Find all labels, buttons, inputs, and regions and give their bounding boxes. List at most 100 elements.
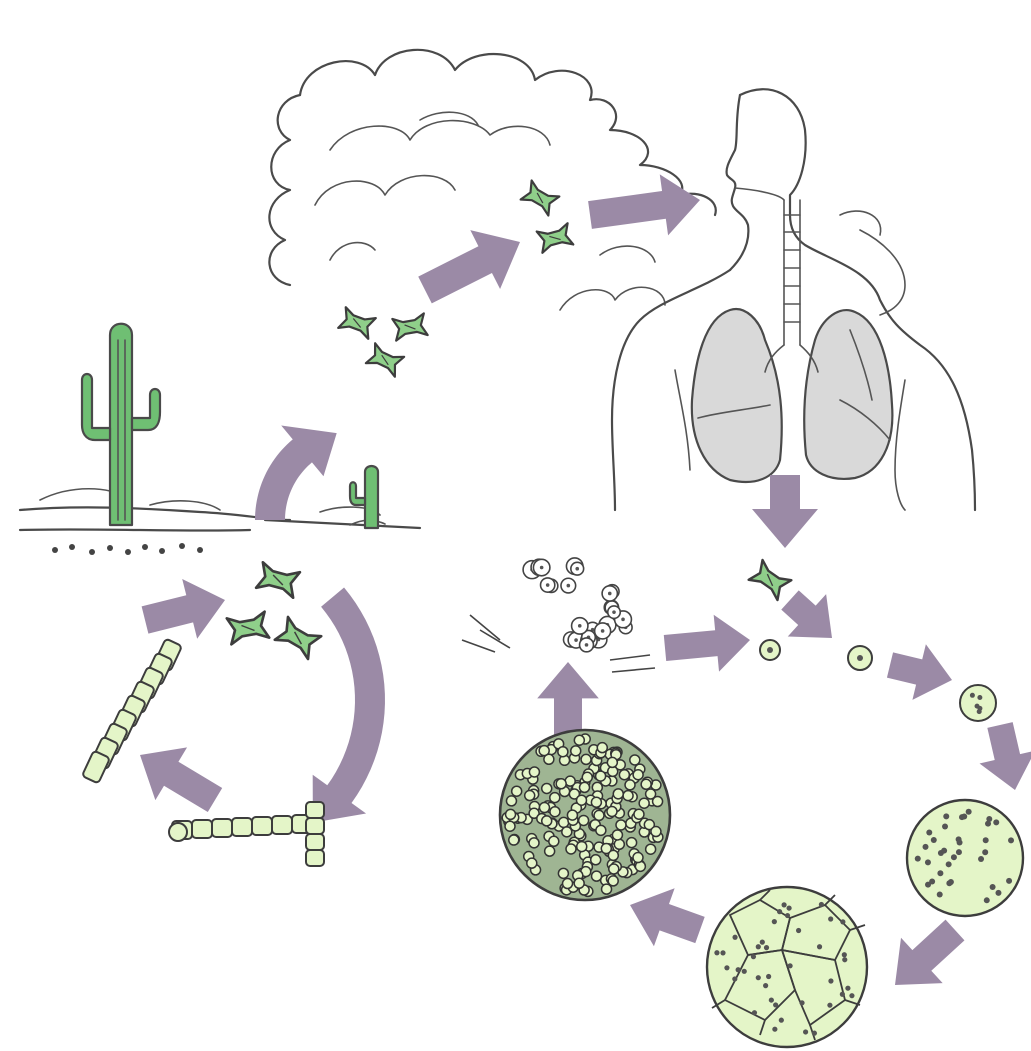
arrow bbox=[537, 662, 599, 735]
hypha-segment bbox=[306, 802, 324, 818]
arrow bbox=[752, 475, 818, 548]
packed-endospore bbox=[580, 782, 590, 792]
arrow bbox=[313, 588, 385, 823]
packed-endospore bbox=[550, 807, 560, 817]
endospore-dot bbox=[951, 854, 957, 860]
endospore-dot bbox=[977, 706, 982, 711]
packed-endospore bbox=[608, 850, 618, 860]
endospore-dot bbox=[845, 986, 850, 991]
endospore-dot bbox=[817, 944, 822, 949]
packed-endospore bbox=[616, 820, 626, 830]
endospore-dot bbox=[926, 829, 932, 835]
endospore-dot bbox=[828, 916, 833, 921]
endospore-dot bbox=[773, 1002, 778, 1007]
endospore-dot bbox=[714, 950, 719, 955]
packed-endospore bbox=[563, 879, 573, 889]
endospore-dot bbox=[724, 965, 729, 970]
endospore-dot bbox=[1008, 837, 1014, 843]
endospore-dot bbox=[763, 983, 768, 988]
endospore-dot bbox=[732, 976, 737, 981]
arrow bbox=[781, 590, 832, 638]
endospore-dot bbox=[983, 837, 989, 843]
hypha-segment bbox=[232, 818, 252, 836]
packed-endospore bbox=[596, 825, 606, 835]
endospore-dot bbox=[840, 919, 845, 924]
arrow bbox=[664, 615, 750, 672]
arthroconidium bbox=[227, 612, 269, 645]
packed-endospore bbox=[545, 846, 555, 856]
packed-endospore bbox=[571, 746, 581, 756]
endospore-dot bbox=[840, 992, 845, 997]
packed-endospore bbox=[627, 838, 637, 848]
endospore-dot bbox=[751, 954, 756, 959]
motion-line bbox=[610, 655, 650, 660]
packed-endospore bbox=[596, 771, 606, 781]
endospore-dot bbox=[942, 823, 948, 829]
endospore-dot bbox=[993, 819, 999, 825]
packed-endospore bbox=[639, 798, 649, 808]
arrow bbox=[887, 644, 952, 700]
endospore-dot bbox=[786, 905, 791, 910]
soil-spore-dot bbox=[89, 549, 95, 555]
endospore-dot bbox=[828, 978, 833, 983]
endospore-dot bbox=[915, 856, 921, 862]
endospore-dot bbox=[764, 945, 769, 950]
endospore-dot bbox=[781, 902, 786, 907]
hyphae-chain-bottom bbox=[169, 802, 324, 866]
endospore-dot bbox=[948, 879, 954, 885]
packed-endospore bbox=[630, 755, 640, 765]
endospore-dot bbox=[984, 897, 990, 903]
endospore-dot bbox=[966, 809, 972, 815]
endospore-dot bbox=[956, 849, 962, 855]
hypha-segment bbox=[306, 850, 324, 866]
desert-ground bbox=[20, 489, 420, 531]
hypha-segment bbox=[82, 751, 110, 784]
soil-spores bbox=[52, 543, 203, 555]
soil-spore-dot bbox=[125, 549, 131, 555]
young-spherule bbox=[960, 685, 996, 721]
packed-endospore bbox=[542, 783, 552, 793]
endospore-dot bbox=[819, 902, 824, 907]
packed-endospore bbox=[509, 835, 519, 845]
packed-endospore bbox=[529, 767, 539, 777]
packed-endospore bbox=[542, 816, 552, 826]
arthroconidium bbox=[256, 562, 300, 597]
endospore-dot bbox=[931, 837, 937, 843]
packed-endospore bbox=[574, 878, 584, 888]
packed-endospore bbox=[576, 795, 586, 805]
endospore-dot bbox=[842, 957, 847, 962]
endospore-dot bbox=[986, 816, 992, 822]
endospore-dot bbox=[1006, 878, 1012, 884]
endospore-dot bbox=[720, 950, 725, 955]
packed-endospore bbox=[633, 853, 643, 863]
endospore-dot bbox=[799, 1000, 804, 1005]
packed-endospore bbox=[529, 838, 539, 848]
packed-endospore bbox=[641, 779, 651, 789]
arthroconidium bbox=[749, 560, 792, 600]
soil-spore-dot bbox=[159, 548, 165, 554]
human-figure bbox=[612, 89, 975, 510]
endospore-dot bbox=[803, 1029, 808, 1034]
endospore-dot bbox=[990, 884, 996, 890]
arrow bbox=[895, 920, 964, 985]
endospore-dot bbox=[812, 1031, 817, 1036]
packed-endospore bbox=[625, 780, 635, 790]
packed-endospore bbox=[623, 791, 633, 801]
arthroconidium bbox=[366, 343, 404, 376]
large-cactus bbox=[82, 324, 160, 525]
packed-endospore bbox=[550, 793, 560, 803]
arrow bbox=[980, 722, 1031, 790]
packed-endospore bbox=[591, 855, 601, 865]
small-cactus bbox=[350, 466, 378, 528]
packed-endospore bbox=[646, 844, 656, 854]
soil-spore-dot bbox=[179, 543, 185, 549]
packed-endospore bbox=[539, 746, 549, 756]
endospore-dot bbox=[827, 1003, 832, 1008]
endospore-dot bbox=[736, 967, 741, 972]
packed-endospore bbox=[558, 747, 568, 757]
packed-endospore bbox=[577, 842, 587, 852]
endospore-dot bbox=[787, 963, 792, 968]
endospore-dot bbox=[769, 997, 774, 1002]
packed-endospore bbox=[505, 821, 515, 831]
